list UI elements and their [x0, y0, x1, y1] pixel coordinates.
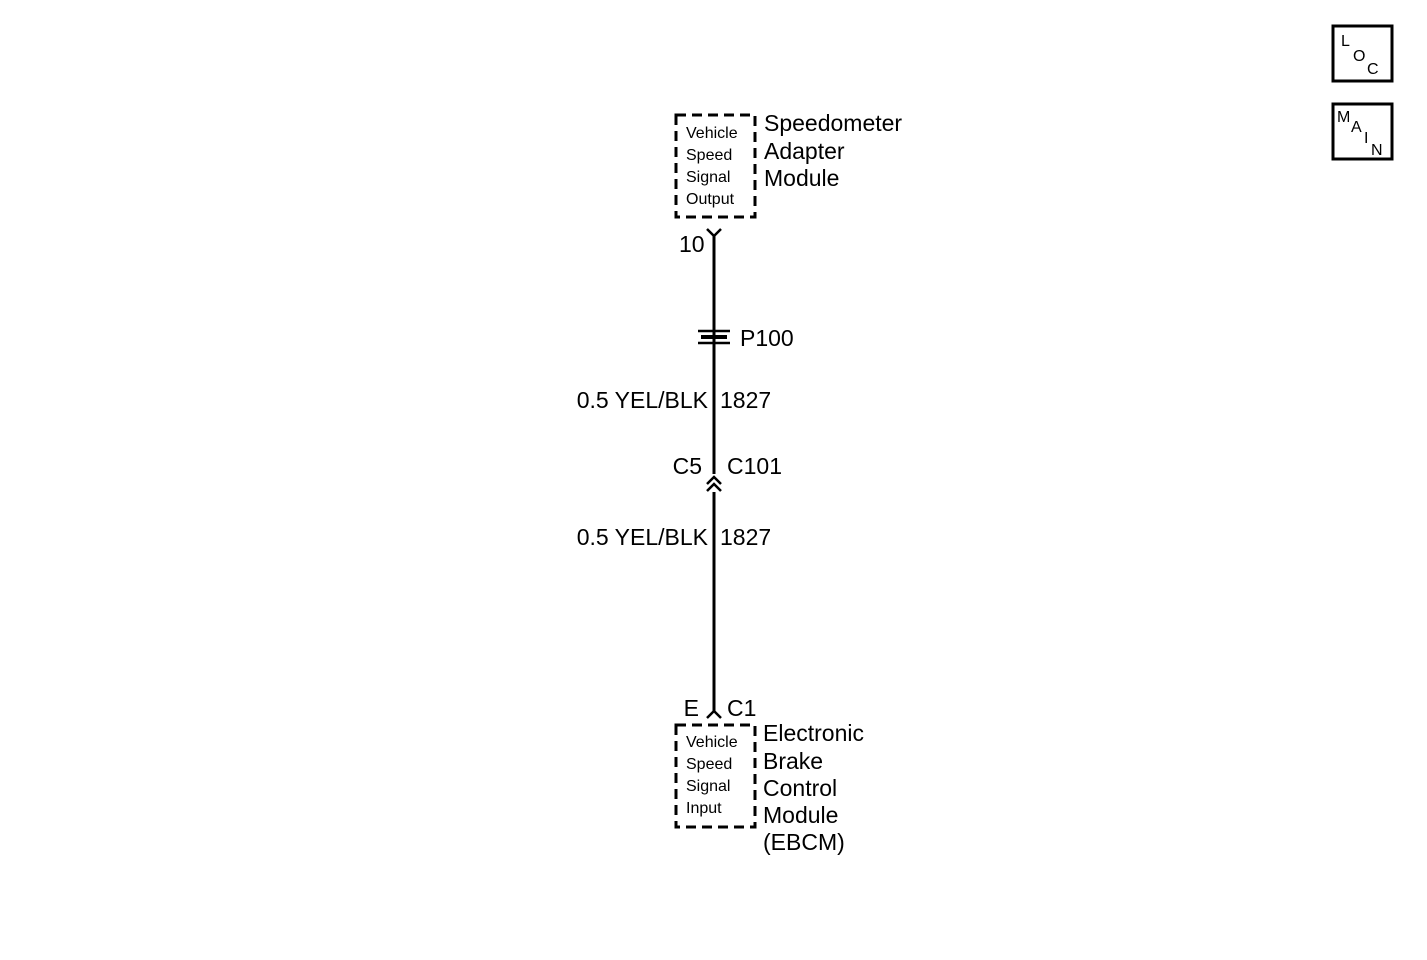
bottom-box-line-3: Signal: [686, 778, 730, 795]
bottom-module-name-2: Brake: [763, 748, 823, 774]
splice-p100: P100: [698, 325, 794, 351]
bottom-module-name-1: Electronic: [763, 720, 864, 746]
bottom-module-name-5: (EBCM): [763, 829, 845, 855]
top-module-box: [674, 113, 757, 219]
bottom-connector-label: C1: [727, 695, 756, 721]
bottom-module-name-4: Module: [763, 802, 838, 828]
top-module-name-2: Adapter: [764, 138, 845, 164]
top-module-name-3: Module: [764, 165, 839, 191]
top-module-name-1: Speedometer: [764, 110, 902, 136]
bottom-pin-terminal: E C1: [684, 695, 757, 721]
speedometer-adapter-module: Vehicle Speed Signal Output Speedometer …: [674, 110, 902, 219]
bottom-box-line-4: Input: [686, 800, 722, 817]
wire-upper-circuit: 1827: [720, 387, 771, 413]
loc-button[interactable]: L O C: [1331, 24, 1394, 83]
connector-cavity: C5: [673, 453, 702, 479]
top-box-line-1: Vehicle: [686, 125, 738, 142]
loc-letter-o: O: [1353, 48, 1365, 65]
top-pin-terminal: 10: [679, 228, 722, 257]
bottom-pin-letter: E: [684, 695, 699, 721]
main-letter-a: A: [1351, 119, 1362, 136]
bottom-box-line-2: Speed: [686, 756, 732, 773]
bottom-module-box: [674, 723, 757, 829]
wire-lower-gauge-color: 0.5 YEL/BLK: [577, 524, 709, 550]
main-letter-i: I: [1364, 130, 1368, 147]
loc-letter-c: C: [1367, 61, 1379, 78]
bottom-box-line-1: Vehicle: [686, 734, 738, 751]
wire-lower-label: 0.5 YEL/BLK 1827: [577, 524, 771, 550]
ebcm-module: Vehicle Speed Signal Input Electronic Br…: [674, 720, 864, 855]
top-box-line-4: Output: [686, 191, 735, 208]
connector-label: C101: [727, 453, 782, 479]
main-letter-m: M: [1337, 109, 1350, 126]
top-box-line-3: Signal: [686, 169, 730, 186]
main-letter-n: N: [1371, 142, 1383, 159]
top-box-line-2: Speed: [686, 147, 732, 164]
connector-c101: C5 C101: [673, 453, 782, 492]
loc-letter-l: L: [1341, 33, 1350, 50]
wire-lower-circuit: 1827: [720, 524, 771, 550]
splice-label: P100: [740, 325, 794, 351]
main-button[interactable]: M A I N: [1331, 102, 1394, 161]
wire-upper-label: 0.5 YEL/BLK 1827: [577, 387, 771, 413]
bottom-module-name-3: Control: [763, 775, 837, 801]
wire-upper-gauge-color: 0.5 YEL/BLK: [577, 387, 709, 413]
top-pin-number: 10: [679, 231, 705, 257]
